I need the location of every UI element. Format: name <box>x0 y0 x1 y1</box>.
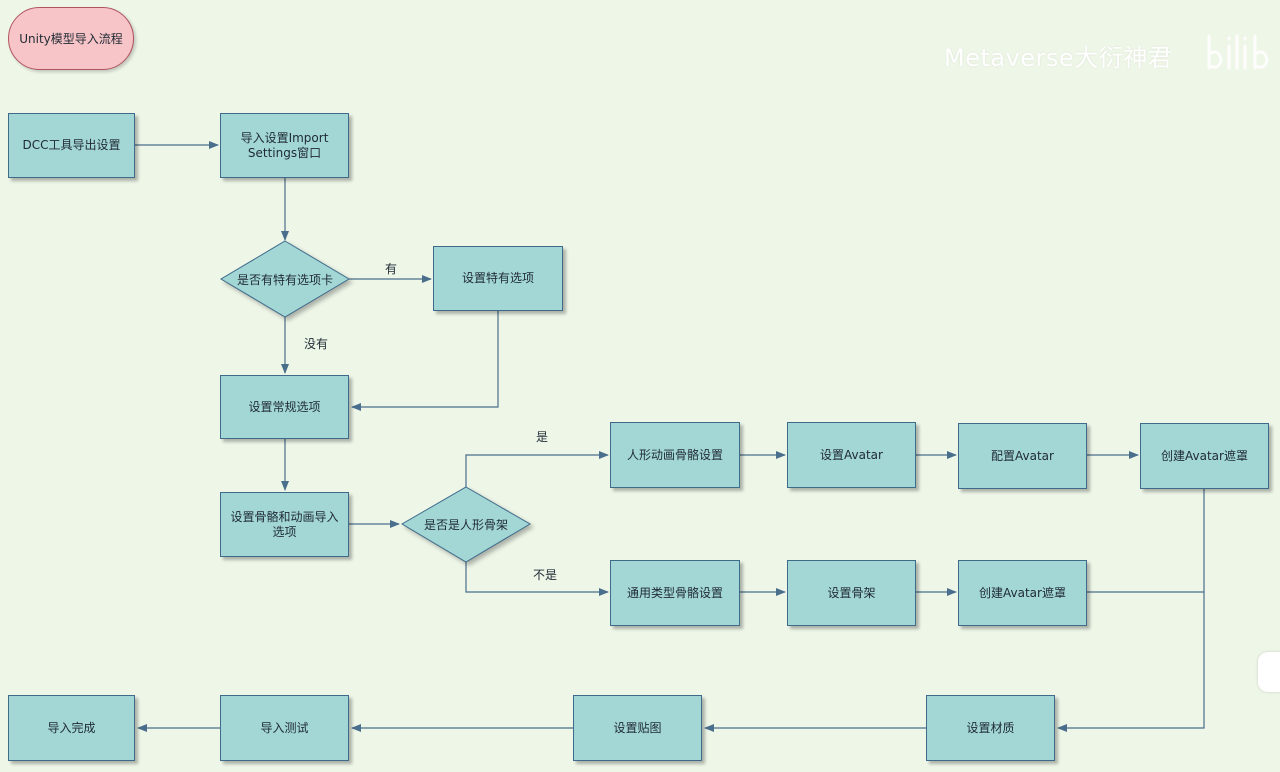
side-widget-icon[interactable] <box>1258 652 1280 692</box>
edge-special-to-general <box>351 311 499 411</box>
decision-label-humanoid: 是否是人形骨架 <box>423 517 508 532</box>
edge-label-yes-has: 有 <box>385 262 398 276</box>
node-set-avatar: 设置Avatar <box>787 422 916 488</box>
edge-mask1-to-material <box>1057 489 1205 732</box>
node-dcc-export: DCC工具导出设置 <box>8 113 135 178</box>
node-create-avatar-mask-2: 创建Avatar遮罩 <box>958 560 1087 626</box>
node-generic-rig: 通用类型骨骼设置 <box>610 560 740 626</box>
node-import-test: 导入测试 <box>220 695 349 761</box>
edge-decision2-yes <box>465 451 609 487</box>
edge-decision2-no <box>465 562 609 596</box>
bilibili-logo-icon <box>1207 34 1269 70</box>
node-humanoid-rig: 人形动画骨骼设置 <box>610 422 740 488</box>
edge-label-yes-humanoid: 是 <box>536 430 549 444</box>
edge-label-no-has: 没有 <box>304 337 329 351</box>
node-set-skeleton: 设置骨架 <box>787 560 916 626</box>
decision-diamond-humanoid <box>401 486 531 563</box>
decision-diamond-special-tab <box>220 240 350 318</box>
node-config-avatar: 配置Avatar <box>958 423 1087 489</box>
flowchart-title: Unity模型导入流程 <box>8 7 134 70</box>
node-create-avatar-mask-1: 创建Avatar遮罩 <box>1140 423 1269 489</box>
node-rig-anim-options: 设置骨骼和动画导入 选项 <box>220 492 349 557</box>
node-set-special-options: 设置特有选项 <box>433 246 563 311</box>
edge-label-no-humanoid: 不是 <box>533 568 558 582</box>
node-set-general-options: 设置常规选项 <box>220 375 349 439</box>
node-set-material: 设置材质 <box>926 695 1055 761</box>
node-import-done: 导入完成 <box>8 695 135 761</box>
node-set-texture: 设置贴图 <box>573 695 702 761</box>
decision-label-special-tab: 是否有特有选项卡 <box>236 272 333 287</box>
watermark-text: Metaverse大衍神君 <box>944 44 1173 72</box>
node-import-settings: 导入设置Import Settings窗口 <box>220 113 349 178</box>
